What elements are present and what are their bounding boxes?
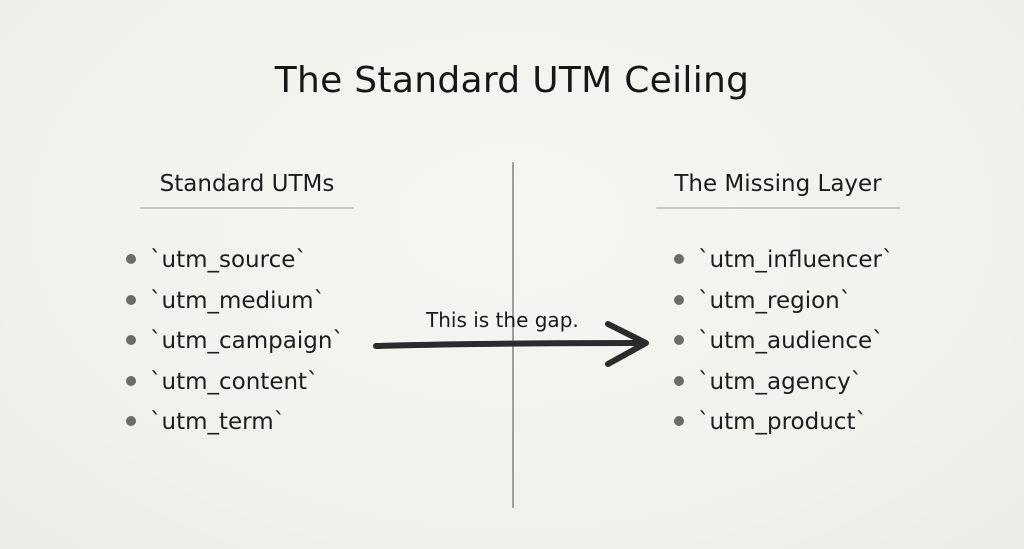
list-item-label: `utm_term` xyxy=(150,409,286,435)
bullet-icon xyxy=(126,375,136,386)
missing-layer-underline xyxy=(656,207,900,209)
bullet-icon xyxy=(674,375,684,386)
list-item-utm-audience: `utm_audience` xyxy=(674,324,894,365)
standard-utms-list: `utm_source` `utm_medium` `utm_campaign`… xyxy=(126,243,344,446)
list-item-utm-agency: `utm_agency` xyxy=(674,365,894,406)
missing-layer-list: `utm_influencer` `utm_region` `utm_audie… xyxy=(674,243,894,446)
list-item-label: `utm_audience` xyxy=(698,328,884,354)
list-item-label: `utm_influencer` xyxy=(698,247,894,273)
list-item-utm-region: `utm_region` xyxy=(674,284,894,325)
center-divider xyxy=(512,162,514,508)
list-item-utm-influencer: `utm_influencer` xyxy=(674,243,894,284)
missing-layer-heading: The Missing Layer xyxy=(674,171,882,197)
bullet-icon xyxy=(674,294,684,305)
list-item-utm-content: `utm_content` xyxy=(126,365,344,406)
list-item-label: `utm_region` xyxy=(698,287,852,314)
diagram-title: The Standard UTM Ceiling xyxy=(274,60,750,101)
list-item-label: `utm_agency` xyxy=(698,368,863,395)
list-item-utm-source: `utm_source` xyxy=(126,243,344,284)
bullet-icon xyxy=(674,335,684,345)
bullet-icon xyxy=(126,254,136,264)
bullet-icon xyxy=(126,416,136,426)
standard-utms-heading: Standard UTMs xyxy=(159,171,335,197)
gap-arrow-label: This is the gap. xyxy=(426,308,579,332)
bullet-icon xyxy=(126,335,136,345)
list-item-utm-term: `utm_term` xyxy=(126,405,344,446)
bullet-icon xyxy=(126,294,136,305)
list-item-label: `utm_medium` xyxy=(150,287,326,314)
list-item-label: `utm_campaign` xyxy=(150,328,344,354)
list-item-utm-campaign: `utm_campaign` xyxy=(126,324,344,365)
list-item-label: `utm_content` xyxy=(150,368,319,395)
standard-utms-underline xyxy=(140,207,354,209)
list-item-label: `utm_product` xyxy=(698,409,867,435)
bullet-icon xyxy=(674,416,684,426)
list-item-label: `utm_source` xyxy=(150,247,307,273)
list-item-utm-medium: `utm_medium` xyxy=(126,284,344,325)
list-item-utm-product: `utm_product` xyxy=(674,405,894,446)
bullet-icon xyxy=(674,254,684,264)
gap-arrow-icon xyxy=(373,321,649,367)
